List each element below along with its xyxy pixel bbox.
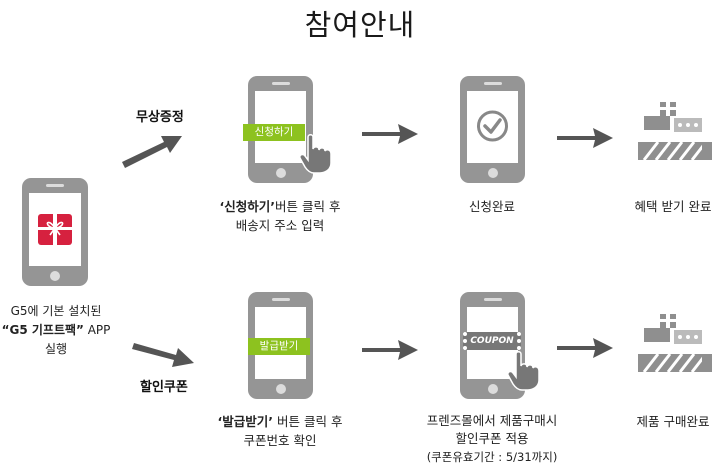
phone-home-button <box>487 384 498 394</box>
phone-home-button <box>275 168 286 178</box>
arrow-icon <box>557 128 613 148</box>
start-caption: G5에 기본 설치된 “G5 기프트팩” APP 실행 <box>1 304 111 356</box>
phone-home-button <box>50 271 60 281</box>
bottom-step3-caption: 제품 구매완료 <box>636 414 710 429</box>
phone-screen <box>467 91 518 163</box>
arrow-icon <box>362 124 418 144</box>
check-circle-icon <box>477 110 508 142</box>
top-step1-caption: ‘신청하기’버튼 클릭 후 배송지 주소 입력 <box>219 199 341 233</box>
phone-speaker <box>46 184 64 187</box>
top-phone-complete <box>460 76 525 183</box>
branch-label-discount-coupon: 할인쿠폰 <box>140 380 188 395</box>
phone-home-button <box>487 168 498 178</box>
gift-icon <box>38 214 72 245</box>
arrow-icon <box>557 338 613 358</box>
top-step3-caption: 혜택 받기 완료 <box>634 199 712 214</box>
gift-boxes-icon <box>638 102 712 161</box>
branch-arrow-bottom-icon <box>132 343 194 367</box>
phone-speaker <box>271 298 290 301</box>
arrow-icon <box>362 340 418 360</box>
phone-speaker <box>483 82 502 85</box>
branch-label-free-gift: 무상증정 <box>136 110 184 125</box>
bottom-step1-caption: ‘발급받기’ 버튼 클릭 후 쿠폰번호 확인 <box>217 414 343 448</box>
branch-arrow-top-icon <box>122 136 182 168</box>
hand-pointer-icon <box>507 351 540 391</box>
bottom-step2-caption: 프렌즈몰에서 제품구매시 할인쿠폰 적용 (쿠폰유효기간 : 5/31까지) <box>426 413 558 464</box>
gift-boxes-icon <box>638 314 712 373</box>
issue-button[interactable]: 발급받기 <box>248 338 310 355</box>
phone-speaker <box>271 82 290 85</box>
phone-home-button <box>275 384 286 394</box>
apply-button[interactable]: 신청하기 <box>243 124 305 141</box>
page-title: 참여안내 <box>304 8 416 42</box>
start-phone <box>22 178 88 286</box>
phone-speaker <box>483 298 502 301</box>
coupon-icon: COUPON <box>463 332 521 350</box>
hand-pointer-icon <box>299 134 332 174</box>
top-step2-caption: 신청완료 <box>468 199 515 214</box>
phone-screen <box>29 193 81 266</box>
coupon-label: COUPON <box>470 336 514 346</box>
